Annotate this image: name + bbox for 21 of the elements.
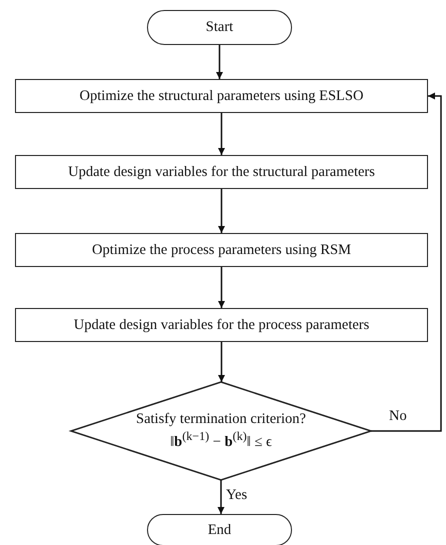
process-box — [15, 79, 428, 113]
arrow — [218, 113, 225, 155]
arrow — [216, 45, 223, 79]
terminal-pill — [147, 514, 292, 545]
node-text: End — [208, 520, 232, 540]
arrow — [371, 92, 442, 432]
node-text: Update design variables for the structural parameters — [68, 162, 375, 182]
formula: ‖b$^{(k−1)}$ − b$^{(k)}$‖ ≤ ϵ — [170, 429, 272, 452]
terminal-pill — [147, 10, 292, 45]
node-text: Start — [206, 18, 234, 37]
process-box — [15, 308, 428, 342]
arrow — [218, 267, 225, 308]
node-text: Optimize the structural parameters using ESLSO — [80, 86, 364, 106]
arrow — [218, 480, 224, 514]
process-box — [15, 155, 428, 189]
arrow — [218, 189, 225, 233]
process-box — [15, 233, 428, 267]
node-text: Satisfy termination criterion? — [136, 410, 306, 430]
arrow — [218, 342, 225, 382]
node-text: Update design variables for the process parameters — [74, 316, 370, 334]
node-text: Optimize the process parameters using RSM — [92, 240, 351, 260]
